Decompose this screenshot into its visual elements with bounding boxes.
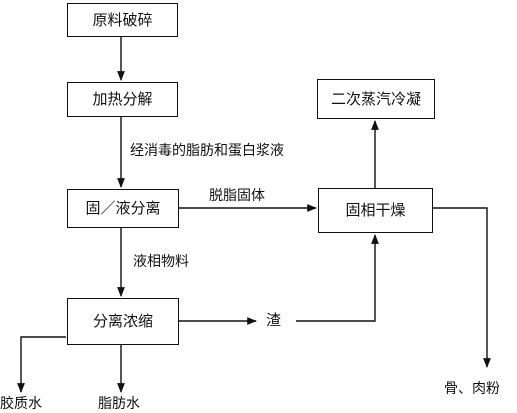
edge-label-degreased-solid: 脱脂固体 <box>209 188 265 204</box>
output-gelatin-water: 胶质水 <box>0 396 42 412</box>
edge-label-residue: 渣 <box>266 311 282 329</box>
output-bone-meat-powder: 骨、肉粉 <box>444 381 500 397</box>
node-heat-decomposition: 加热分解 <box>67 82 178 117</box>
node-separation-concentration: 分离浓缩 <box>67 298 179 345</box>
node-solid-liquid-separation: 固／液分离 <box>67 189 179 228</box>
node-raw-crushing: 原料破碎 <box>67 3 178 37</box>
node-secondary-steam-condensation: 二次蒸汽冷凝 <box>317 79 435 119</box>
arrow-concentration-to-gelatin-water <box>17 336 66 393</box>
edge-label-liquid-material: 液相物料 <box>133 254 189 270</box>
arrow-residue-to-drying <box>296 234 379 322</box>
output-fat-water: 脂肪水 <box>98 396 140 412</box>
edge-label-sterilized-fat-protein: 经消毒的脂肪和蛋白浆液 <box>130 143 284 159</box>
node-solid-drying: 固相干燥 <box>318 188 433 233</box>
arrow-drying-to-powder <box>433 207 491 368</box>
